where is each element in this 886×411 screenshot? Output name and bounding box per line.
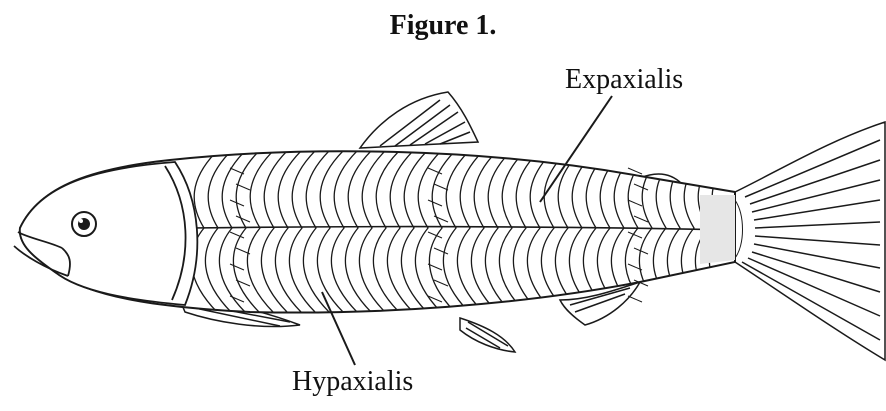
eye-icon	[72, 212, 96, 236]
pelvic-fin	[460, 318, 515, 352]
dorsal-fin	[360, 92, 478, 148]
head	[14, 162, 197, 305]
caudal-fin	[735, 122, 885, 360]
